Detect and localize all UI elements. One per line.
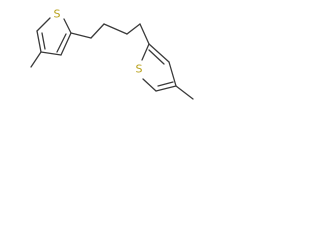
bond-c4-c5 — [36, 30, 42, 53]
bond-s1r-c5r — [142, 78, 157, 92]
molecule-structure-diagram: S S — [30, 8, 194, 100]
bond-c5-s1 — [36, 17, 51, 32]
butane-linker-chain — [70, 23, 150, 45]
bond-c3r-c2r-double — [148, 49, 165, 65]
bond-c2-c3 — [60, 32, 72, 56]
sulfur-atom-left: S — [54, 8, 61, 21]
bond-chain-5 — [139, 23, 150, 45]
bond-c2r-s1r — [141, 43, 150, 61]
right-thiophene-ring: S — [136, 43, 194, 100]
bond-c5r-c4r — [155, 85, 177, 92]
bond-c4-methyl — [30, 51, 42, 68]
sulfur-atom-right: S — [136, 63, 143, 76]
bond-c5r-c4r-double — [157, 81, 174, 87]
bond-s1-c2 — [63, 18, 72, 34]
bond-c3-c4 — [40, 51, 62, 56]
bond-chain-2 — [90, 23, 105, 39]
bond-chain-1 — [70, 32, 92, 39]
bond-chain-4 — [126, 23, 141, 35]
left-thiophene-ring: S — [30, 8, 72, 68]
bond-c2-c3-double — [56, 33, 67, 53]
bond-c4r-methyl — [175, 85, 194, 100]
bond-chain-3 — [103, 23, 128, 35]
bond-c3r-c2r — [148, 43, 170, 63]
bond-c4r-c3r — [168, 61, 177, 87]
bond-c4-c5-double — [41, 32, 46, 50]
